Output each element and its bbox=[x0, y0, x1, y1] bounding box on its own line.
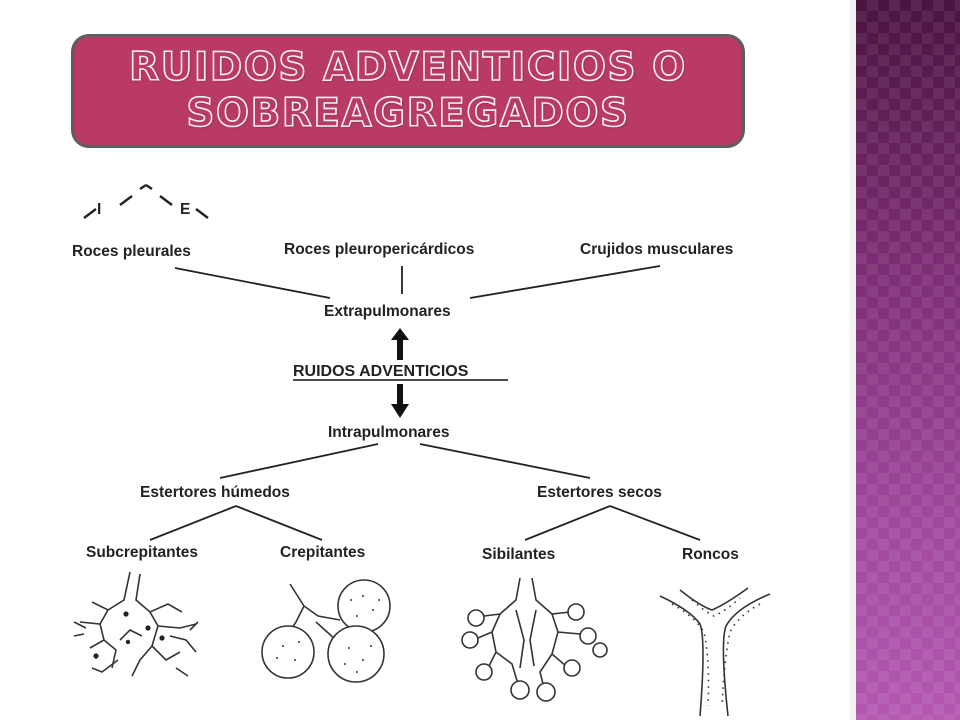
node-roces-pleurales: Roces pleurales bbox=[72, 243, 191, 260]
title-line-1: RUIDOS ADVENTICIOS O bbox=[128, 44, 687, 91]
node-extrapulmonares: Extrapulmonares bbox=[324, 303, 451, 320]
inspiration-label: I bbox=[97, 201, 101, 218]
side-panel-edge bbox=[850, 0, 856, 720]
edge-pleurales bbox=[174, 267, 331, 299]
arrow-down bbox=[391, 384, 409, 418]
node-crujidos-musculares: Crujidos musculares bbox=[580, 241, 733, 258]
arrow-up bbox=[391, 328, 409, 360]
edge-sibilantes bbox=[524, 505, 611, 541]
slide-title: RUIDOS ADVENTICIOS O SOBREAGREGADOS bbox=[128, 44, 688, 137]
title-banner: RUIDOS ADVENTICIOS O SOBREAGREGADOS bbox=[71, 34, 745, 148]
subcrepitantes-illustration bbox=[73, 571, 199, 677]
edge-secos bbox=[419, 443, 591, 479]
decorative-side-panel bbox=[856, 0, 960, 720]
node-roces-pleuropericardicos: Roces pleuropericárdicos bbox=[284, 241, 474, 258]
node-intrapulmonares: Intrapulmonares bbox=[328, 424, 449, 441]
node-sibilantes: Sibilantes bbox=[482, 546, 555, 563]
edge-humedos bbox=[219, 443, 379, 479]
node-estertores-secos: Estertores secos bbox=[537, 484, 662, 501]
title-line-2: SOBREAGREGADOS bbox=[186, 90, 630, 137]
edge-roncos bbox=[609, 505, 701, 541]
node-roncos: Roncos bbox=[682, 546, 739, 563]
sibilantes-illustration bbox=[461, 577, 608, 702]
classification-diagram: I E Roces pleurales Roces pleuropericárd… bbox=[72, 184, 771, 717]
node-subcrepitantes: Subcrepitantes bbox=[86, 544, 198, 561]
edge-subcrepitantes bbox=[149, 505, 237, 541]
edge-crepitantes bbox=[235, 505, 323, 541]
crepitantes-illustration bbox=[261, 579, 391, 683]
edge-crujidos bbox=[469, 265, 661, 299]
roncos-illustration bbox=[659, 587, 771, 717]
node-estertores-humedos: Estertores húmedos bbox=[140, 484, 290, 501]
node-crepitantes: Crepitantes bbox=[280, 544, 365, 561]
inspiration-expiration-marker: I E bbox=[83, 184, 209, 219]
expiration-label: E bbox=[180, 201, 190, 218]
node-ruidos-adventicios: RUIDOS ADVENTICIOS bbox=[293, 363, 469, 380]
